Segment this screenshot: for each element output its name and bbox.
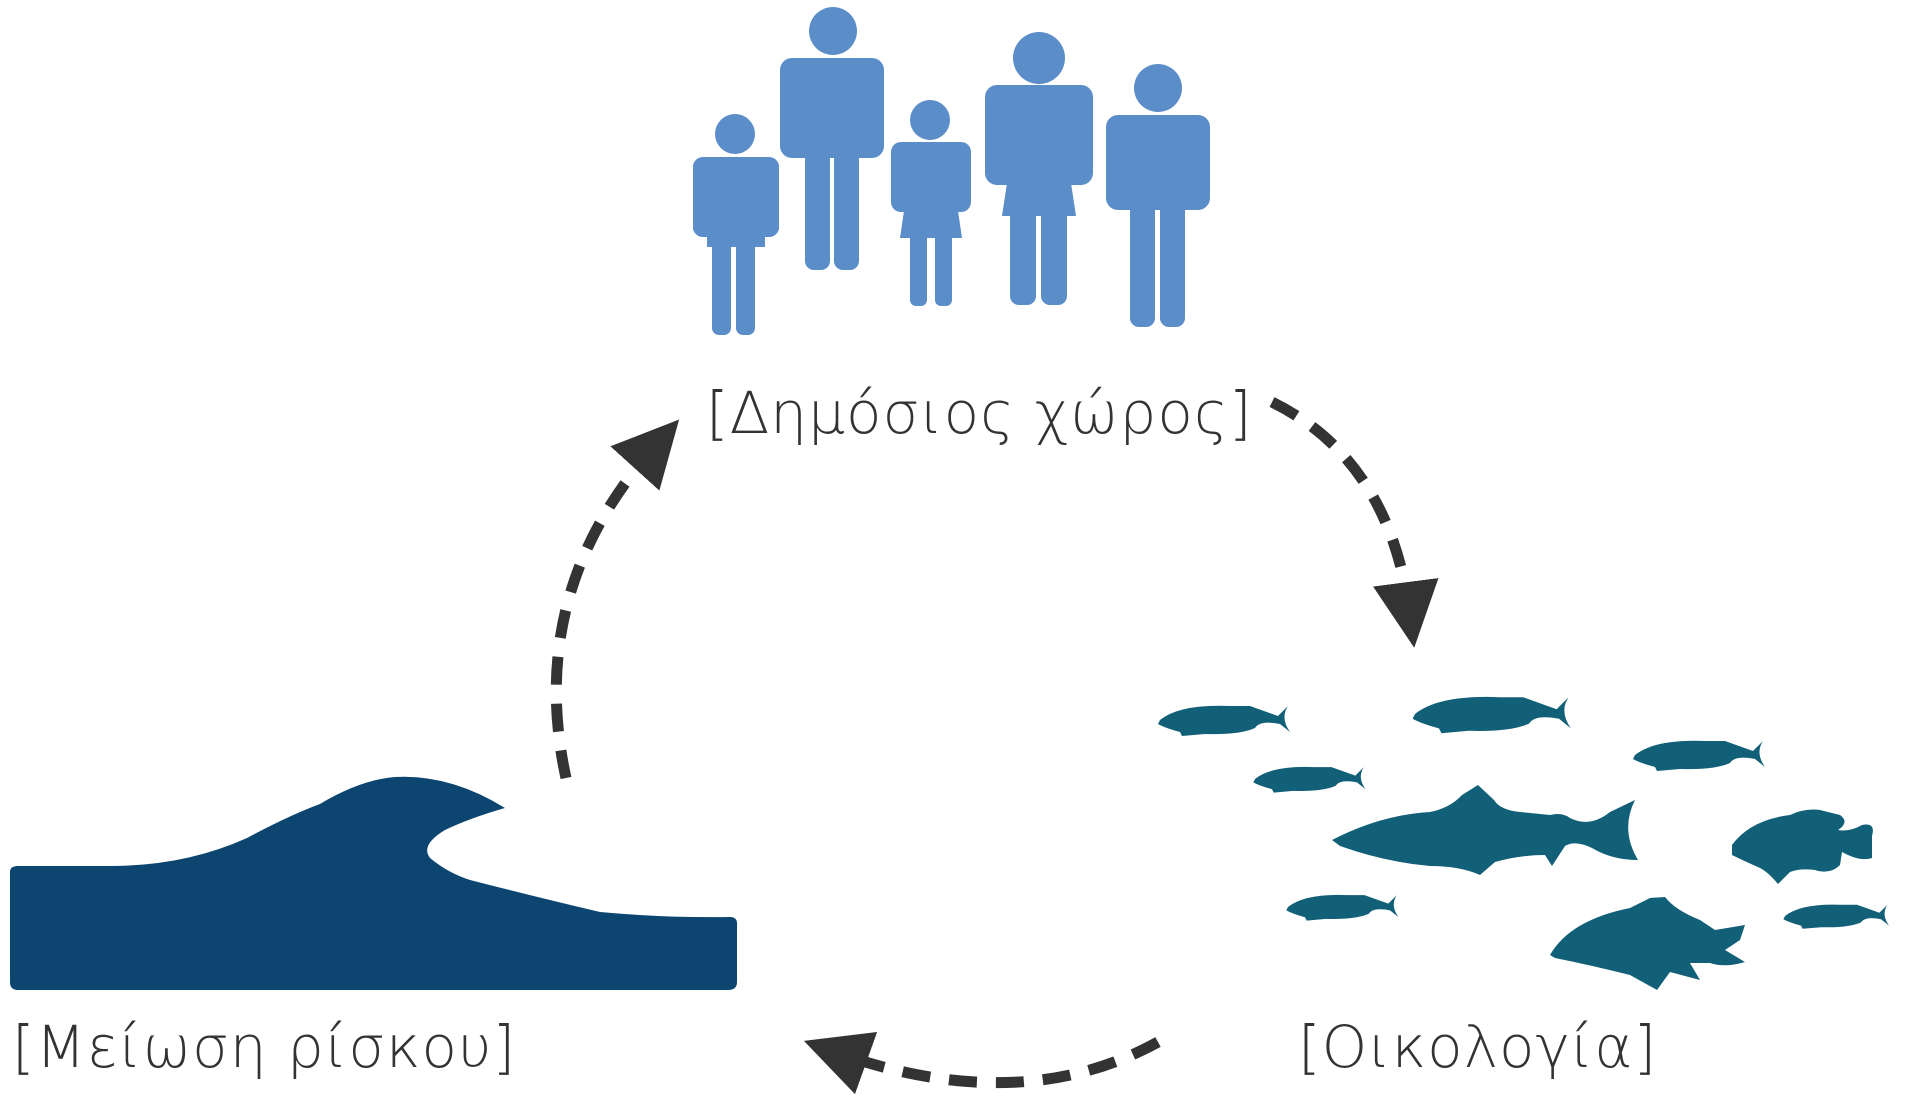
grouper-fish-icon [1732,809,1873,884]
adult-woman-icon [985,32,1093,305]
arrow-risk-to-public [550,419,680,780]
fish-school-icon [1158,696,1889,990]
child-boy-icon [693,114,779,335]
fish-icon [1286,894,1399,921]
large-fish-icon [1332,785,1638,875]
public-space-label: [Δημόσιος χώρος] [706,379,1253,447]
ecology-label: [Οικολογία] [1298,1013,1658,1081]
fish-icon [1783,904,1889,929]
adult-man-right-icon [1106,64,1210,327]
fish-icon [1253,766,1366,793]
arrow-ecology-to-risk [803,1031,1161,1095]
perch-fish-icon [1550,897,1745,990]
people-group-icon [693,7,1210,335]
arrow-public-to-ecology [1269,397,1439,648]
fish-icon [1158,705,1290,736]
risk-reduction-label: [Μείωση ρίσκου] [12,1013,517,1081]
child-girl-icon [891,100,971,306]
fish-icon [1633,740,1765,771]
wave-icon [10,776,738,990]
adult-man-icon [780,7,884,270]
fish-icon [1412,696,1571,734]
